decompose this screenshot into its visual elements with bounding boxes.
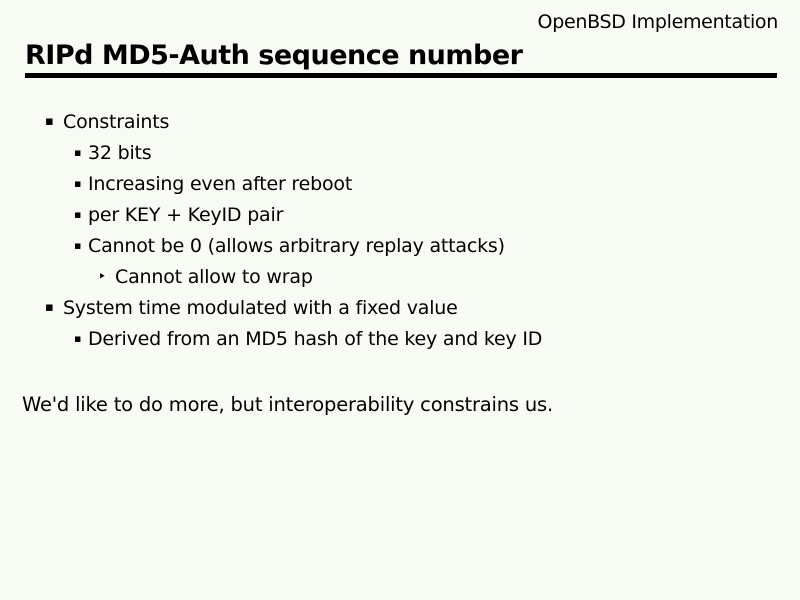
list-item-text: Cannot be 0 (allows arbitrary replay att… [88,234,505,257]
square-bullet-icon: ▪ [45,300,54,315]
list-item: ▪ Increasing even after reboot [74,168,800,199]
title-divider [25,73,777,78]
list-item-text: per KEY + KeyID pair [88,203,284,226]
square-bullet-icon: ▪ [74,239,82,252]
list-item: ▪ per KEY + KeyID pair [74,199,800,230]
list-item-text: Constraints [63,110,170,133]
square-bullet-icon: ▪ [74,146,82,159]
list-item: ▪ Constraints [45,106,800,137]
list-item-text: Increasing even after reboot [88,172,353,195]
list-item: ▪ System time modulated with a fixed val… [45,292,800,323]
square-bullet-icon: ▪ [45,114,54,129]
list-item: ▪ Derived from an MD5 hash of the key an… [74,323,800,354]
list-item-text: Derived from an MD5 hash of the key and … [88,327,543,350]
square-bullet-icon: ▪ [74,332,82,345]
square-bullet-icon: ▪ [74,208,82,221]
list-item: ▪ Cannot be 0 (allows arbitrary replay a… [74,230,800,261]
list-item-text: System time modulated with a fixed value [63,296,458,319]
slide-header-label: OpenBSD Implementation [537,11,779,33]
square-bullet-icon: ▪ [74,177,82,190]
triangle-bullet-icon: ‣ [98,268,107,285]
list-item: ▪ 32 bits [74,137,800,168]
list-item: ‣ Cannot allow to wrap [98,261,800,292]
list-item-text: 32 bits [88,141,152,164]
slide-title: RIPd MD5-Auth sequence number [25,40,523,71]
list-item-text: Cannot allow to wrap [115,265,313,288]
bullet-list: ▪ Constraints ▪ 32 bits ▪ Increasing eve… [0,106,800,354]
footer-note: We'd like to do more, but interoperabili… [22,393,554,416]
